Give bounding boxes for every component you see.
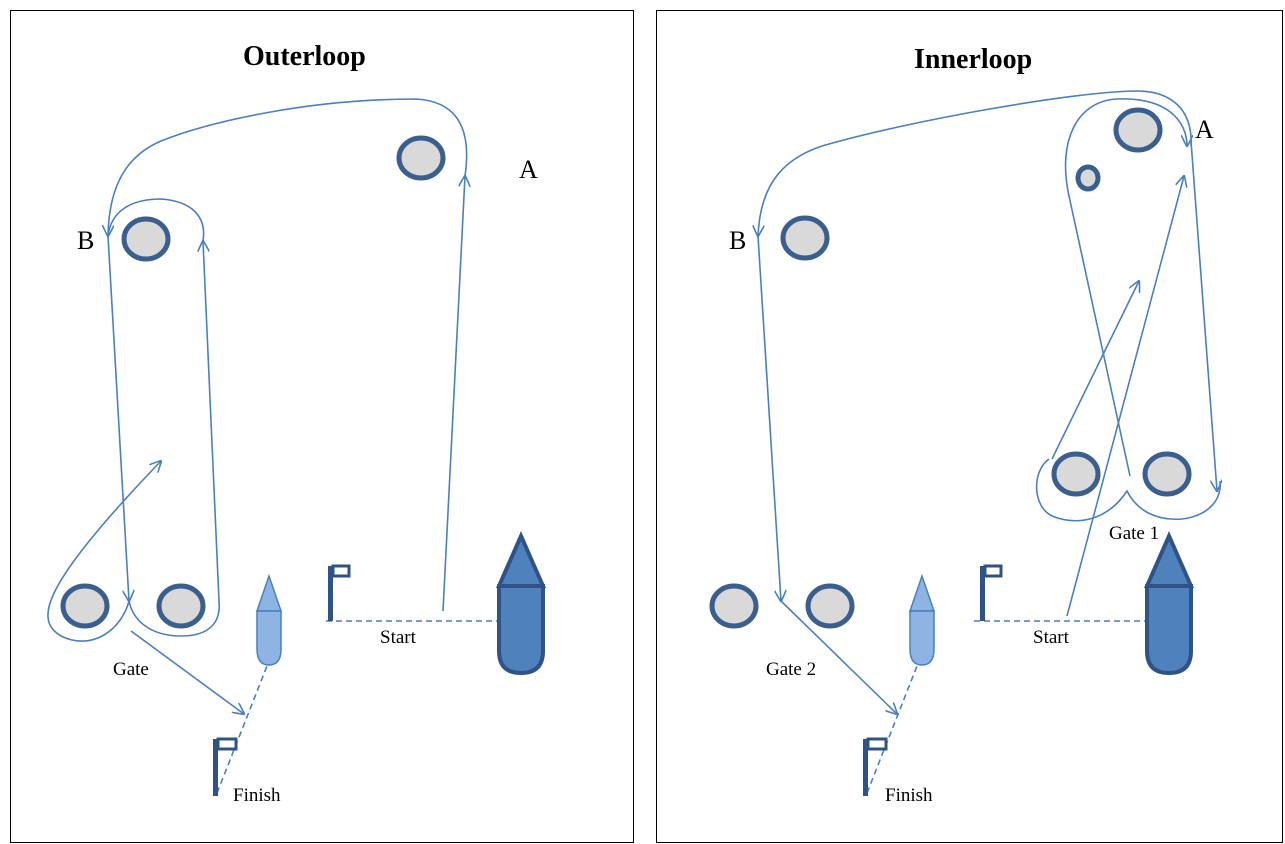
innerloop-course-diagram	[709, 90, 1284, 796]
start-label: Start	[380, 627, 416, 648]
mark-a-buoy	[1113, 107, 1163, 153]
start-flag-icon	[328, 564, 351, 621]
mark-a-label: A	[1195, 115, 1214, 144]
leg-to-finish	[130, 630, 244, 714]
mark-b-label: B	[77, 226, 95, 255]
finish-flag-icon	[213, 737, 238, 796]
pin-boat-icon	[908, 573, 936, 666]
finish-line	[216, 660, 270, 794]
outerloop-title: Outerloop	[243, 41, 366, 72]
committee-boat-icon	[1143, 531, 1195, 676]
mark-a-buoy	[396, 135, 446, 181]
gate-rounding	[128, 600, 221, 637]
gate1-right-buoy	[1142, 451, 1192, 497]
offset-buoy	[1075, 164, 1101, 192]
finish-label: Finish	[233, 785, 281, 806]
finish-line	[866, 660, 920, 794]
gate-left-buoy	[60, 583, 110, 629]
leg-a-to-b	[108, 98, 468, 236]
leg-gate-reach	[47, 461, 161, 642]
outerloop-course-diagram	[47, 98, 547, 796]
committee-boat-icon	[495, 531, 547, 676]
leg-a-to-gate1	[1190, 140, 1217, 491]
leg-to-finish	[780, 600, 897, 714]
gate-right-buoy	[156, 583, 206, 629]
mark-b-rounding	[107, 198, 205, 242]
gate2-left-buoy	[709, 583, 759, 629]
start-label: Start	[1033, 627, 1069, 648]
pin-boat-icon	[255, 573, 283, 666]
leg-gate-to-b	[203, 241, 220, 602]
mark-b-label: B	[729, 226, 747, 255]
leg-a-to-b	[758, 90, 1192, 236]
start-flag-icon	[980, 564, 1003, 621]
innerloop-title: Innerloop	[914, 44, 1033, 75]
gate1-rounding	[1035, 458, 1221, 522]
mark-a-label: A	[519, 155, 538, 184]
gate-label: Gate	[113, 659, 149, 680]
mark-b-buoy	[780, 215, 830, 261]
leg-gate1-to-a	[1064, 98, 1187, 477]
gate2-right-buoy	[805, 583, 855, 629]
leg-b-to-gate2	[757, 235, 781, 601]
gate1-left-buoy	[1051, 451, 1101, 497]
innerloop-panel: Innerloop A B Gate 1 Gate 2 Start Finish	[656, 10, 1283, 843]
leg-gate1-reach	[1051, 281, 1139, 460]
finish-flag-icon	[863, 737, 888, 796]
leg-start-to-a	[1066, 176, 1184, 617]
leg-b-to-gate	[107, 235, 129, 601]
gate1-label: Gate 1	[1109, 523, 1160, 544]
leg-start-to-a	[442, 176, 465, 612]
finish-label: Finish	[885, 785, 933, 806]
outerloop-panel: Outerloop A B Gate Start Finish	[10, 10, 634, 843]
gate2-label: Gate 2	[766, 659, 817, 680]
mark-b-buoy	[121, 216, 171, 262]
